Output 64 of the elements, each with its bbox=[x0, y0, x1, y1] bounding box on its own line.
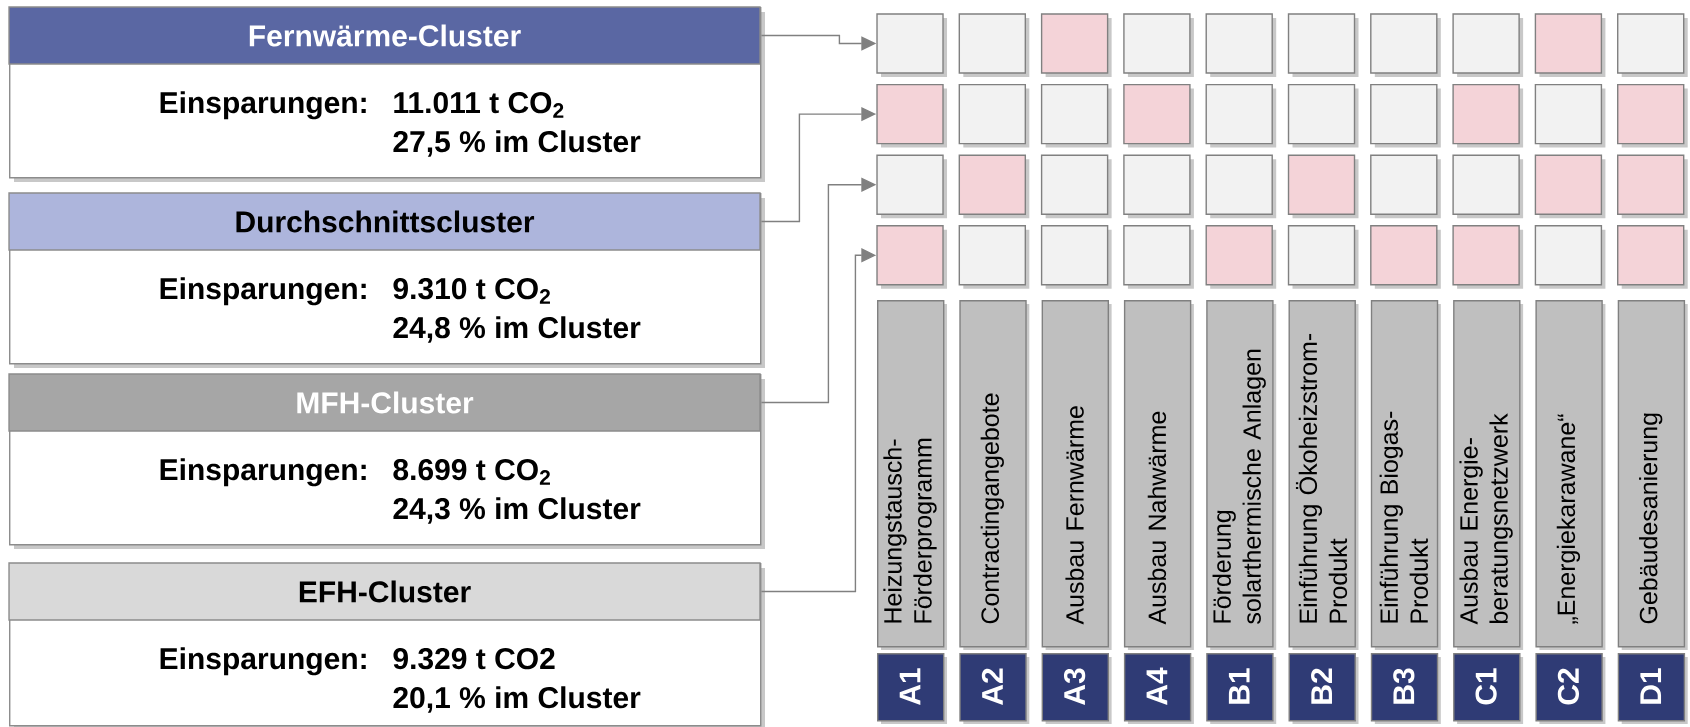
measure-bar: Gebäudesanierung bbox=[1617, 300, 1688, 650]
measure-bar: Ausbau Nahwärme bbox=[1123, 300, 1194, 650]
grid-square bbox=[1287, 83, 1359, 148]
grid-square bbox=[1617, 154, 1688, 219]
measure-bar: Contractingangebote bbox=[959, 300, 1030, 650]
grid-square bbox=[1370, 83, 1441, 148]
grid-square bbox=[958, 225, 1030, 289]
measure-bar: Einführung Biogas- Produkt bbox=[1370, 300, 1441, 650]
grid-square bbox=[1534, 13, 1606, 77]
grid-square bbox=[1123, 83, 1194, 148]
grid-square bbox=[1370, 225, 1441, 289]
grid-square bbox=[1617, 13, 1688, 77]
code-box: A2 bbox=[959, 653, 1030, 724]
code-box: C2 bbox=[1535, 653, 1606, 724]
code-box: D1 bbox=[1617, 653, 1688, 724]
grid-square bbox=[876, 225, 947, 289]
cluster-card: Fernwärme-Cluster Einsparungen: 11.011 t CO$_{2}$ 27,5 % im Cluster bbox=[8, 6, 765, 182]
code-box: A1 bbox=[877, 653, 947, 724]
measure-bar: Ausbau Fernwärme bbox=[1041, 300, 1112, 650]
grid-square bbox=[1040, 225, 1112, 289]
grid-square bbox=[876, 154, 947, 219]
measure-bar: „Energiekarawane“ bbox=[1535, 300, 1606, 650]
cluster-card: EFH-Cluster Einsparungen: 9.329 t CO2 20,1 % im Cluster bbox=[8, 562, 765, 727]
cluster-card: MFH-Cluster Einsparungen: 8.699 t CO$_{2}$ 24,3 % im Cluster bbox=[8, 373, 765, 549]
grid-square bbox=[1370, 154, 1441, 219]
grid-square bbox=[1287, 13, 1359, 77]
grid-square bbox=[1617, 83, 1688, 148]
grid-square bbox=[1040, 83, 1112, 148]
grid-square bbox=[1534, 154, 1606, 219]
grid-square bbox=[1452, 154, 1524, 219]
grid-square bbox=[1452, 83, 1524, 148]
grid-square bbox=[1452, 225, 1524, 289]
measure-bar: Förderung solarthermische Anlagen bbox=[1206, 300, 1277, 650]
code-box: C1 bbox=[1453, 653, 1524, 724]
grid-square bbox=[1205, 154, 1277, 219]
grid-square bbox=[1287, 225, 1359, 289]
cluster-card: Durchschnittscluster Einsparungen: 9.310 t CO$_{2}$ 24,8 % im Cluster bbox=[8, 192, 765, 368]
measure-bar: Einführung Ökoheizstrom- Produkt bbox=[1288, 300, 1359, 650]
grid-square bbox=[1040, 154, 1112, 219]
grid-square bbox=[1205, 83, 1277, 148]
grid-square bbox=[1617, 225, 1688, 289]
grid-square bbox=[1123, 225, 1194, 289]
code-box: A4 bbox=[1123, 653, 1194, 724]
grid-square bbox=[1123, 154, 1194, 219]
grid-square bbox=[1205, 225, 1277, 289]
grid-square bbox=[1040, 13, 1112, 77]
grid-square bbox=[1452, 13, 1524, 77]
grid-square bbox=[958, 83, 1030, 148]
measure-bar: Ausbau Energie- beratungsnetzwerk bbox=[1453, 300, 1524, 650]
code-box: A3 bbox=[1041, 653, 1112, 724]
grid-square bbox=[876, 13, 947, 77]
grid-square bbox=[958, 13, 1030, 77]
code-box: B3 bbox=[1370, 653, 1441, 724]
grid-square bbox=[1123, 13, 1194, 77]
grid-square bbox=[1534, 225, 1606, 289]
measure-bar: Heizungstausch- Förderprogramm bbox=[877, 300, 947, 650]
code-box: B2 bbox=[1288, 653, 1359, 724]
grid-square bbox=[1287, 154, 1359, 219]
grid-square bbox=[958, 154, 1030, 219]
grid-square bbox=[1370, 13, 1441, 77]
grid-square bbox=[1205, 13, 1277, 77]
grid-square bbox=[876, 83, 947, 148]
grid-square bbox=[1534, 83, 1606, 148]
code-box: B1 bbox=[1206, 653, 1277, 724]
